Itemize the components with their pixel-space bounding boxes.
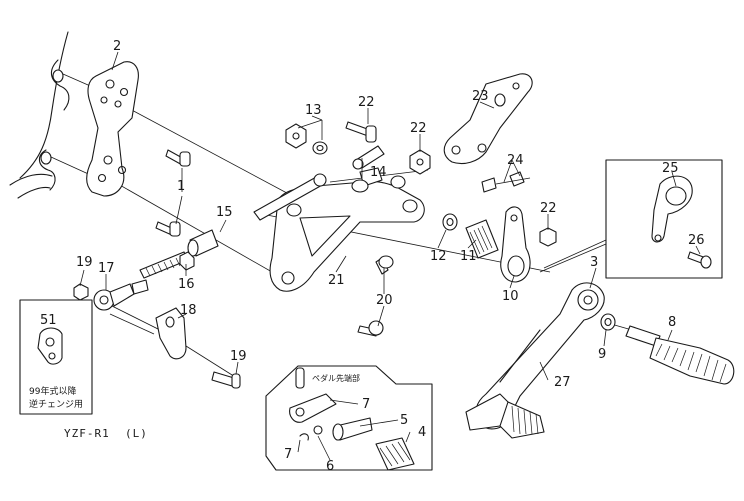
callout-19-left: 19 — [76, 255, 93, 270]
rod-end-part — [93, 279, 149, 311]
mounting-plate-part — [86, 61, 139, 197]
bolt-part-20 — [357, 255, 394, 337]
box-51-note-line2: 逆チェンジ用 — [29, 398, 83, 410]
callout-26: 26 — [688, 233, 705, 248]
callout-20: 20 — [376, 293, 393, 308]
pin-part — [187, 173, 327, 257]
main-bracket-part — [269, 167, 425, 292]
callout-3: 3 — [590, 255, 598, 270]
callout-12: 12 — [430, 249, 447, 264]
leader-lines — [79, 51, 701, 461]
nut-part-22-right — [539, 227, 557, 247]
nut-part-19-left — [73, 283, 89, 301]
callout-27: 27 — [554, 375, 571, 390]
link-part-10 — [500, 206, 531, 283]
callout-21: 21 — [328, 273, 345, 288]
collar-part-11 — [465, 219, 499, 259]
inset-box-25-26 — [539, 159, 723, 279]
collar-part-9 — [600, 313, 616, 331]
callout-7-left: 7 — [284, 447, 292, 462]
callout-10: 10 — [502, 289, 519, 304]
bolt-part-22-top — [345, 121, 385, 170]
box-51-note-line1: 99年式以降 — [29, 385, 76, 397]
adjuster-bolt-part — [139, 251, 195, 279]
callout-24: 24 — [507, 153, 524, 168]
callout-16: 16 — [178, 277, 195, 292]
pedal-tip-note: ペダル先端部 — [312, 373, 360, 383]
bolt-part-19-lower — [211, 371, 241, 389]
bolt-part-24 — [481, 171, 531, 193]
callout-9: 9 — [598, 347, 606, 362]
pedal-tip-inset — [265, 365, 433, 471]
callout-4: 4 — [418, 425, 426, 440]
frame-outline — [9, 31, 70, 199]
callout-22-mid: 22 — [410, 121, 427, 136]
shift-lever-part — [465, 282, 605, 439]
callout-22-right: 22 — [540, 201, 557, 216]
callout-11: 11 — [460, 249, 477, 264]
bolt-part-1 — [155, 149, 191, 237]
washer-part-12 — [442, 213, 458, 231]
callout-25: 25 — [662, 161, 679, 176]
nut-washer-part — [285, 123, 328, 155]
model-caption: YZF-R1 (L) — [64, 427, 148, 440]
callout-labels: 2 1 13 22 22 14 23 24 22 25 26 15 12 11 … — [29, 39, 705, 474]
callout-1: 1 — [177, 179, 185, 194]
callout-22-top: 22 — [358, 95, 375, 110]
footpeg-part — [625, 325, 735, 385]
heel-guard-part — [443, 73, 533, 165]
callout-17: 17 — [98, 261, 115, 276]
inset-box-51 — [19, 299, 93, 415]
callout-23: 23 — [472, 89, 489, 104]
callout-18: 18 — [180, 303, 197, 318]
link-arm-part — [155, 307, 187, 360]
callout-51: 51 — [40, 313, 57, 328]
callout-19-lower: 19 — [230, 349, 247, 364]
callout-8: 8 — [668, 315, 676, 330]
callout-2: 2 — [113, 39, 121, 54]
callout-13: 13 — [305, 103, 322, 118]
callout-5: 5 — [400, 413, 408, 428]
callout-15: 15 — [216, 205, 233, 220]
callout-6: 6 — [326, 459, 334, 474]
callout-7-right: 7 — [362, 397, 370, 412]
nut-part-22-mid — [390, 149, 431, 189]
callout-14: 14 — [370, 165, 387, 180]
